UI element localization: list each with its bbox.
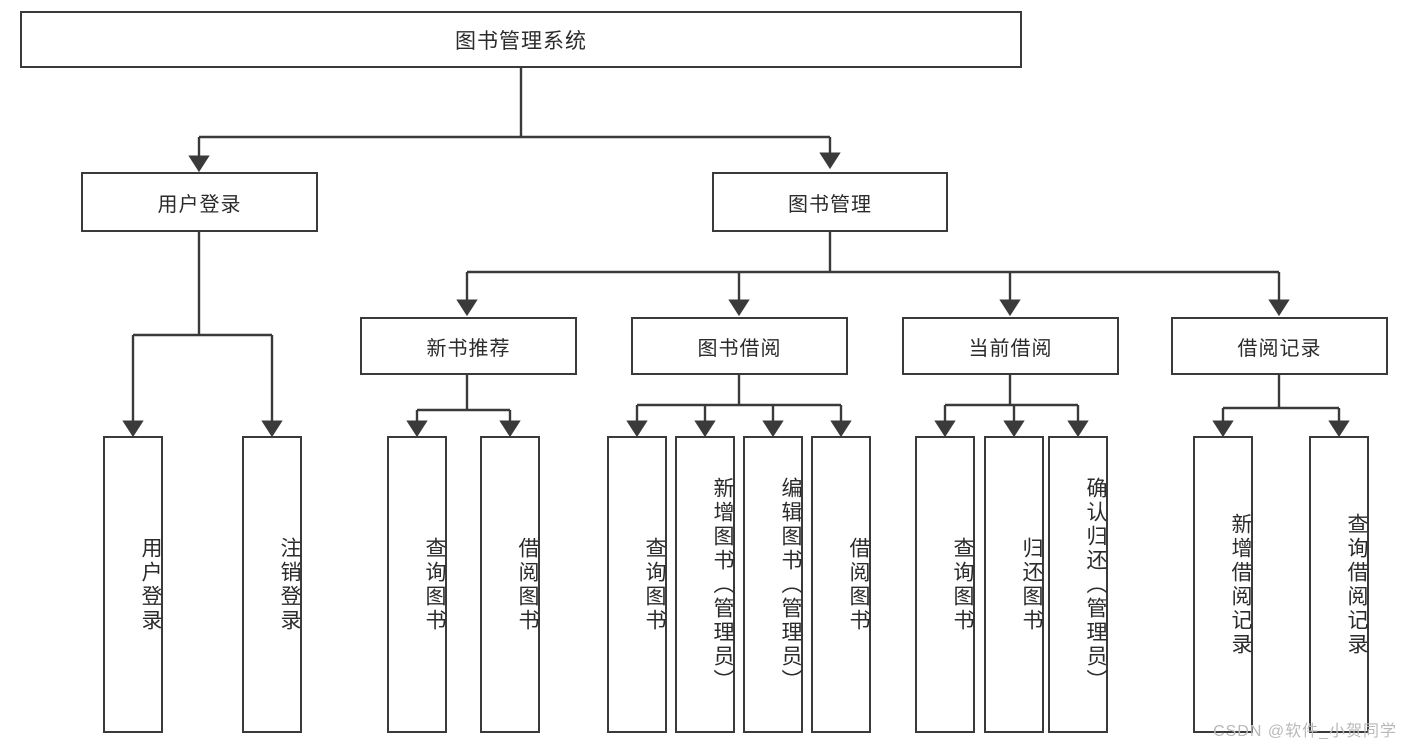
node-new-book-recommend[interactable]: 新书推荐 (360, 317, 577, 375)
node-leaf-confirm-return[interactable]: 确认归还（管理员） (1048, 436, 1108, 733)
node-leaf-query-record[interactable]: 查询借阅记录 (1309, 436, 1369, 733)
node-borrow-record[interactable]: 借阅记录 (1171, 317, 1388, 375)
node-leaf-query-book-2[interactable]: 查询图书 (607, 436, 667, 733)
node-book-manage-label: 图书管理 (788, 193, 872, 216)
node-leaf-borrow-book-1[interactable]: 借阅图书 (480, 436, 540, 733)
node-leaf-query-book-1[interactable]: 查询图书 (387, 436, 447, 733)
node-leaf-borrow-book-1-label: 借阅图书 (516, 536, 539, 633)
node-current-borrow[interactable]: 当前借阅 (902, 317, 1119, 375)
node-leaf-query-record-label: 查询借阅记录 (1345, 512, 1368, 657)
node-leaf-add-book[interactable]: 新增图书（管理员） (675, 436, 735, 733)
node-leaf-query-book-2-label: 查询图书 (643, 536, 666, 633)
node-book-borrow[interactable]: 图书借阅 (631, 317, 848, 375)
node-leaf-add-record-label: 新增借阅记录 (1229, 512, 1252, 657)
node-leaf-query-book-1-label: 查询图书 (423, 536, 446, 633)
node-root-label: 图书管理系统 (455, 29, 587, 53)
node-current-borrow-label: 当前借阅 (968, 337, 1053, 360)
node-leaf-query-book-3[interactable]: 查询图书 (915, 436, 975, 733)
node-leaf-user-login[interactable]: 用户登录 (103, 436, 163, 733)
node-book-manage[interactable]: 图书管理 (712, 172, 948, 232)
node-leaf-confirm-return-label: 确认归还（管理员） (1084, 476, 1107, 693)
node-leaf-borrow-book-2-label: 借阅图书 (847, 536, 870, 633)
node-leaf-borrow-book-2[interactable]: 借阅图书 (811, 436, 871, 733)
node-leaf-add-record[interactable]: 新增借阅记录 (1193, 436, 1253, 733)
node-leaf-edit-book-label: 编辑图书（管理员） (779, 476, 802, 693)
node-book-borrow-label: 图书借阅 (697, 337, 782, 360)
node-leaf-return-book[interactable]: 归还图书 (984, 436, 1044, 733)
node-leaf-user-logout-label: 注销登录 (278, 536, 301, 633)
csdn-watermark: CSDN @软件_小贺同学 (1213, 723, 1397, 740)
node-leaf-user-login-label: 用户登录 (139, 536, 162, 633)
node-leaf-return-book-label: 归还图书 (1020, 536, 1043, 633)
node-new-book-recommend-label: 新书推荐 (426, 337, 511, 360)
node-leaf-add-book-label: 新增图书（管理员） (711, 476, 734, 693)
node-leaf-edit-book[interactable]: 编辑图书（管理员） (743, 436, 803, 733)
node-borrow-record-label: 借阅记录 (1237, 337, 1322, 360)
node-root[interactable]: 图书管理系统 (20, 11, 1022, 68)
node-leaf-user-logout[interactable]: 注销登录 (242, 436, 302, 733)
node-user-login-label: 用户登录 (157, 193, 242, 216)
node-user-login[interactable]: 用户登录 (81, 172, 318, 232)
node-leaf-query-book-3-label: 查询图书 (951, 536, 974, 633)
